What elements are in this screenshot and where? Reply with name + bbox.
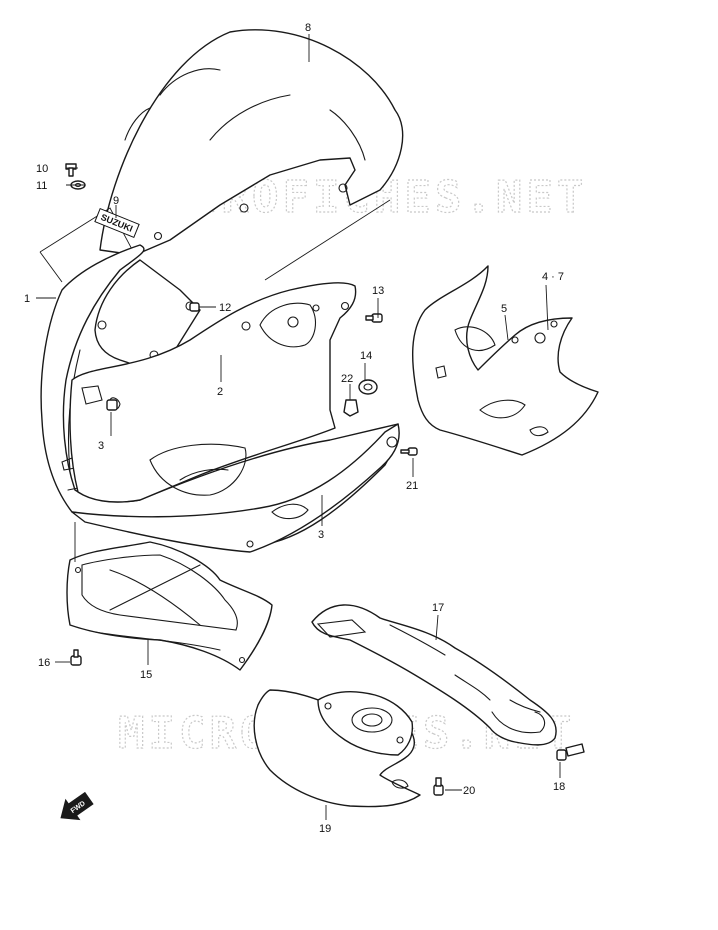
windscreen-part[interactable] [39,29,404,283]
lower-trim-part[interactable] [71,423,400,553]
nut-4-7[interactable] [106,399,118,411]
callout-4-7: 3 [98,440,104,452]
callout-10: 10 [36,163,48,175]
air-duct-part[interactable] [311,604,557,746]
grommet-14[interactable] [358,379,378,395]
bolt-18[interactable] [556,743,585,761]
callout-17: 17 [432,602,444,614]
callout-18: 18 [553,781,565,793]
fwd-arrow-icon: FWD [60,791,94,821]
callout-21: 21 [406,480,418,492]
bolt-21[interactable] [400,447,418,456]
inner-duct-part[interactable] [66,541,273,671]
bolt-10[interactable] [65,163,77,177]
clip-22[interactable] [343,399,359,417]
bolt-20[interactable] [433,777,444,796]
callout-11: 11 [36,180,47,192]
callout-19: 19 [319,823,331,835]
screw-13[interactable] [365,313,383,323]
callout-1: 1 [24,293,30,305]
callout-3: 3 [318,529,324,541]
callout-13: 13 [372,285,384,297]
callout-12: 12 [219,302,231,314]
inner-panel-part[interactable] [253,689,421,808]
right-cowling-part[interactable] [411,265,599,456]
callout-20: 20 [463,785,475,797]
callout-14: 14 [360,350,372,362]
leader-lines [36,34,561,820]
callout-8: 8 [305,22,311,34]
side-cowling-part[interactable] [69,282,357,503]
fastener-12[interactable] [189,302,200,312]
callout-16: 16 [38,657,50,669]
callout-6: 5 [501,303,507,315]
bolt-16[interactable] [70,649,82,666]
callout-22: 22 [341,373,353,385]
callout-9: 9 [113,195,119,207]
callout-5: 4 · 7 [542,271,564,283]
callout-15: 15 [140,669,152,681]
callout-2: 2 [217,386,223,398]
